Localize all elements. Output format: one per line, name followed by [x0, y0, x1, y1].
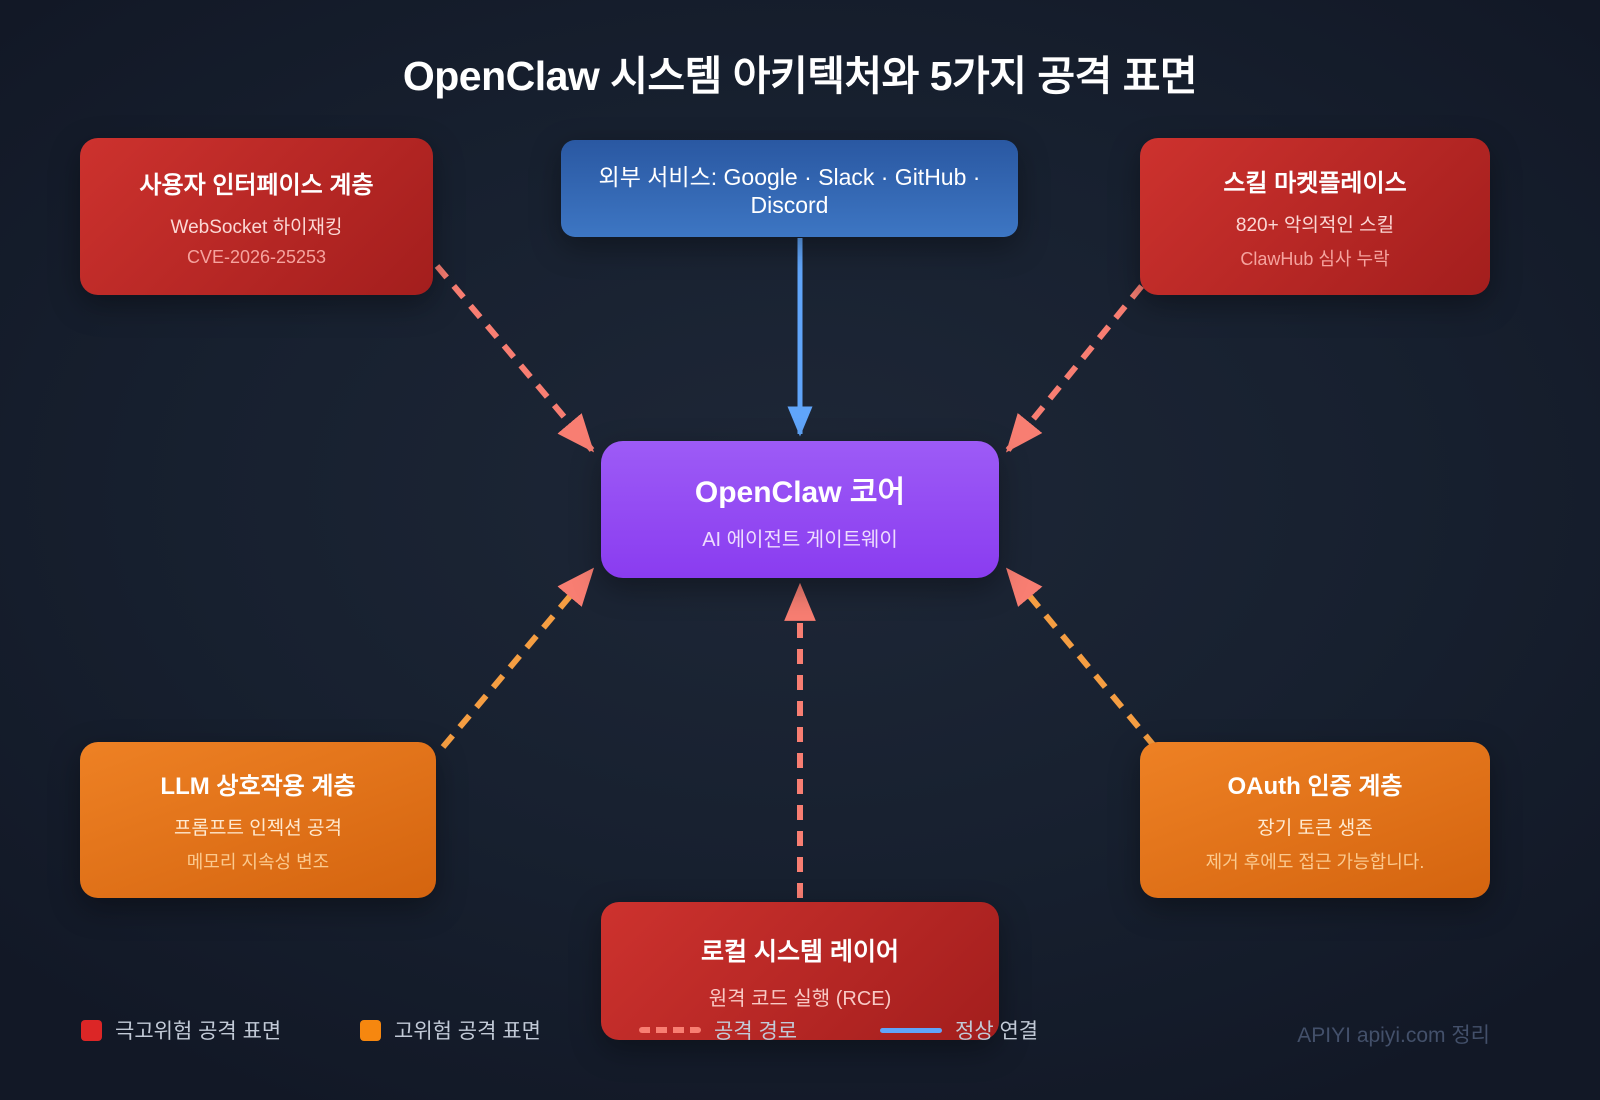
page-title: OpenClaw 시스템 아키텍처와 5가지 공격 표면 — [402, 53, 1198, 99]
critical-swatch-icon — [81, 1019, 102, 1041]
legend-critical: 극고위험 공격 표면 — [81, 1019, 281, 1043]
legend-critical-label: 극고위험 공격 표면 — [115, 1020, 282, 1043]
node-external-services: 외부 서비스: Google · Slack · GitHub · Discor… — [561, 140, 1018, 237]
legend-normal-connection: 정상 연결 — [880, 1019, 1038, 1043]
node-ui-layer: 사용자 인터페이스 계층 WebSocket 하이재킹 CVE-2026-252… — [80, 138, 433, 295]
node-subtitle: 원격 코드 실행 (RCE) — [708, 987, 892, 1010]
node-oauth-layer: OAuth 인증 계층 장기 토큰 생존 제거 후에도 접근 가능합니다. — [1140, 742, 1490, 898]
attack-arrow-llm-to-core — [440, 567, 595, 749]
node-subtitle: WebSocket 하이재킹 — [170, 217, 343, 238]
legend-normal-connection-label: 정상 연결 — [955, 1020, 1039, 1043]
node-detail: CVE-2026-25253 — [186, 247, 327, 267]
node-detail: ClawHub 심사 누락 — [1240, 248, 1390, 269]
high-swatch-icon — [360, 1019, 381, 1041]
dashed-line-icon — [639, 1027, 701, 1033]
legend-attack-path: 공격 경로 — [639, 1019, 797, 1043]
node-title: 스킬 마켓플레이스 — [1223, 169, 1407, 197]
core-title: OpenClaw 코어 — [694, 476, 906, 509]
attack-arrow-skills-to-core — [1005, 264, 1161, 453]
node-llm-layer: LLM 상호작용 계층 프롬프트 인젝션 공격 메모리 지속성 변조 — [80, 742, 436, 898]
node-local-system: 로컬 시스템 레이어 원격 코드 실행 (RCE) — [601, 902, 999, 1040]
node-title: LLM 상호작용 계층 — [160, 773, 356, 800]
node-title: 사용자 인터페이스 계층 — [139, 172, 374, 199]
node-title: OAuth 인증 계층 — [1227, 773, 1403, 800]
legend-high: 고위험 공격 표면 — [360, 1019, 541, 1043]
node-subtitle: 프롬프트 인젝션 공격 — [174, 818, 342, 839]
attack-arrow-oauth-to-core — [1005, 567, 1158, 749]
node-openclaw-core: OpenClaw 코어 AI 에이전트 게이트웨이 — [601, 441, 999, 578]
legend-attack-path-label: 공격 경로 — [714, 1020, 798, 1043]
attack-arrow-ui-to-core — [434, 264, 595, 453]
node-detail: 메모리 지속성 변조 — [186, 852, 330, 872]
node-skill-marketplace: 스킬 마켓플레이스 820+ 악의적인 스킬 ClawHub 심사 누락 — [1140, 138, 1490, 295]
legend-high-label: 고위험 공격 표면 — [394, 1020, 541, 1043]
credit-text: APIYI apiyi.com 정리 — [1297, 1024, 1490, 1047]
external-services-label: 외부 서비스: Google · Slack · GitHub · Discor… — [598, 164, 981, 218]
node-title: 로컬 시스템 레이어 — [701, 937, 899, 966]
core-subtitle: AI 에이전트 게이트웨이 — [702, 529, 898, 551]
node-detail: 제거 후에도 접근 가능합니다. — [1205, 852, 1425, 872]
node-subtitle: 장기 토큰 생존 — [1257, 818, 1373, 839]
solid-line-icon — [880, 1027, 942, 1033]
node-subtitle: 820+ 악의적인 스킬 — [1235, 214, 1395, 236]
